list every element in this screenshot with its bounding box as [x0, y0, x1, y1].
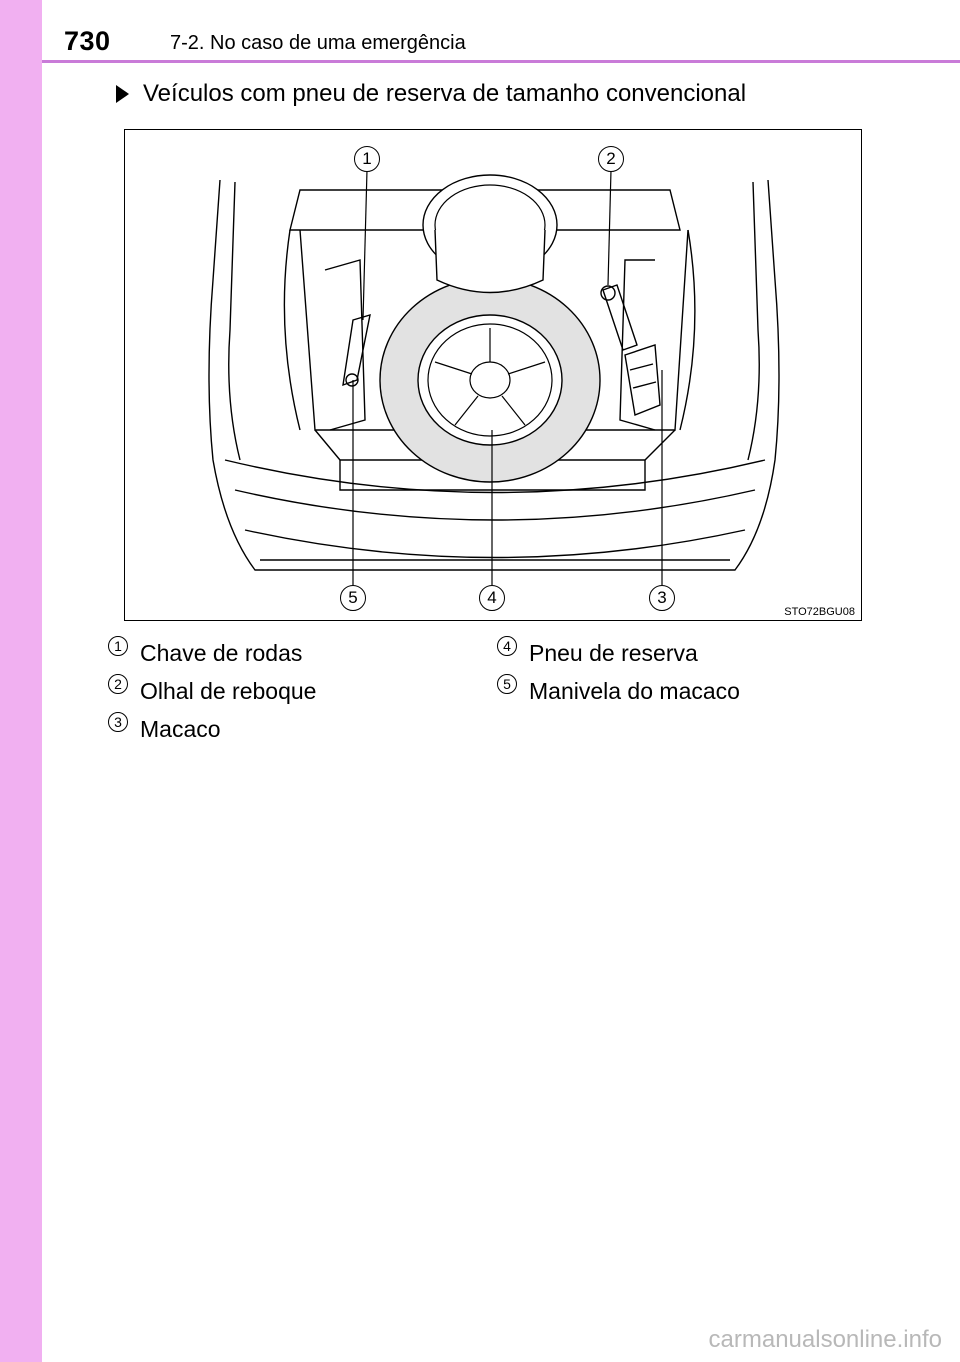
legend-item-4: 4 Pneu de reserva: [497, 635, 698, 667]
legend-label-1: Chave de rodas: [140, 640, 303, 666]
legend-label-3: Macaco: [140, 716, 221, 742]
legend-item-2: 2 Olhal de reboque: [108, 673, 317, 705]
page-number: 730: [64, 26, 111, 56]
trunk-drawing: [208, 169, 780, 585]
callout-5: 5: [340, 585, 366, 611]
legend-number-2: 2: [108, 673, 128, 694]
callout-3: 3: [649, 585, 675, 611]
figure-code: STO72BGU08: [784, 606, 855, 618]
arrow-bullet-icon: [116, 85, 129, 103]
section-title: 7-2. No caso de uma emergência: [170, 32, 466, 54]
bullet-heading: Veículos com pneu de reserva de tamanho …: [116, 80, 746, 108]
legend-number-1: 1: [108, 635, 128, 656]
callout-4: 4: [479, 585, 505, 611]
legend-label-4: Pneu de reserva: [529, 640, 698, 666]
side-color-strip: [0, 0, 42, 1362]
legend-number-4: 4: [497, 635, 517, 656]
legend-number-3: 3: [108, 711, 128, 732]
trunk-illustration: 1 2 3 4 5 STO72BGU08: [124, 129, 862, 621]
legend-item-3: 3 Macaco: [108, 711, 221, 743]
watermark: carmanualsonline.info: [708, 1326, 942, 1353]
legend-number-5: 5: [497, 673, 517, 694]
legend-item-1: 1 Chave de rodas: [108, 635, 303, 667]
callout-1: 1: [354, 146, 380, 172]
bullet-text: Veículos com pneu de reserva de tamanho …: [143, 80, 747, 107]
callout-2: 2: [598, 146, 624, 172]
legend-label-2: Olhal de reboque: [140, 678, 317, 704]
legend-label-5: Manivela do macaco: [529, 678, 740, 704]
legend-item-5: 5 Manivela do macaco: [497, 673, 740, 705]
header-rule: [42, 60, 960, 63]
